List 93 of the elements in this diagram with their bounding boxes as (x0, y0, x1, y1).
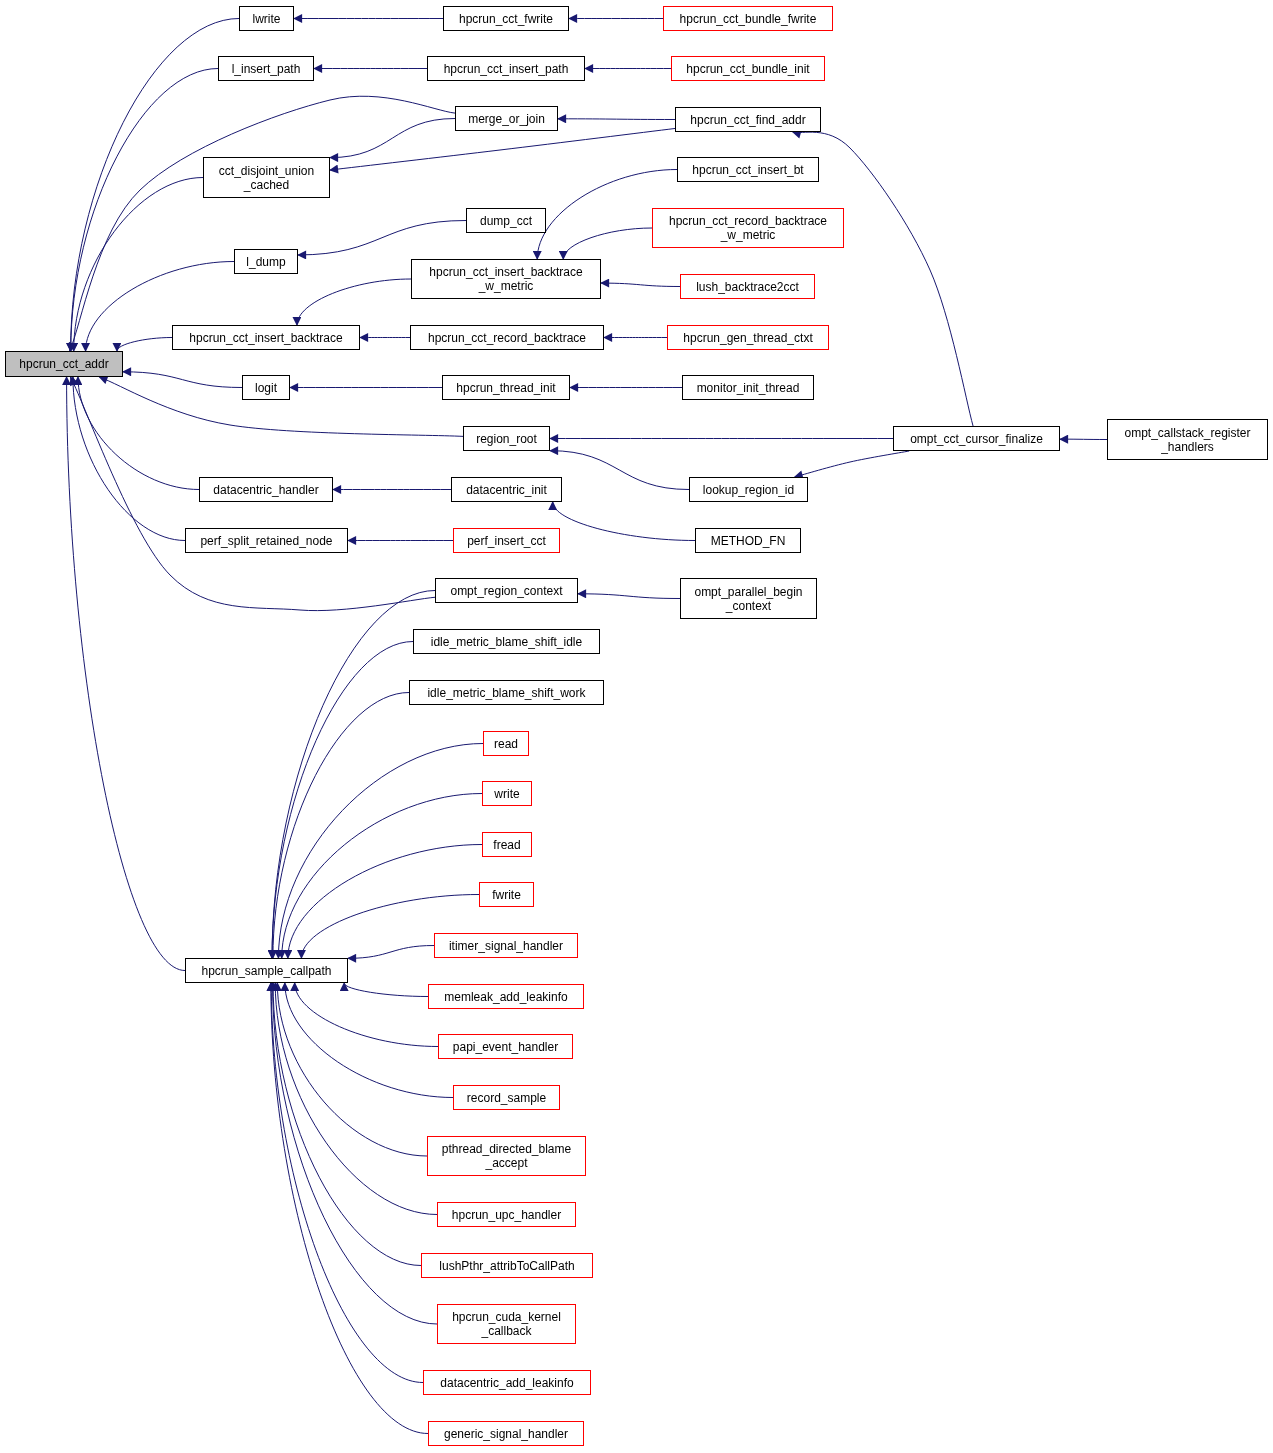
function-box: lush_backtrace2cct (680, 274, 815, 299)
function-box: hpcrun_cct_bundle_init (671, 56, 825, 81)
function-box: hpcrun_cct_fwrite (443, 6, 569, 31)
function-box: papi_event_handler (438, 1034, 573, 1059)
arrow (297, 220, 467, 260)
function-box: lwrite (239, 6, 294, 31)
function-box: itimer_signal_handler (434, 933, 578, 958)
function-box: ompt_callstack_register _handlers (1107, 419, 1268, 460)
function-box: METHOD_FN (695, 528, 801, 553)
arrow (600, 278, 681, 288)
function-box: fread (482, 832, 532, 857)
function-box: hpcrun_cct_addr (5, 351, 123, 377)
arrow (298, 894, 480, 959)
arrow (284, 844, 483, 959)
function-box: hpcrun_cct_record_backtrace (410, 325, 604, 350)
arrow (68, 95, 456, 352)
function-box: hpcrun_thread_init (442, 375, 570, 400)
arrow (549, 446, 690, 490)
arrow (274, 743, 484, 959)
arrow (359, 333, 411, 342)
arrow (115, 337, 173, 352)
function-box: l_dump (234, 249, 298, 274)
function-box: record_sample (453, 1085, 560, 1110)
arrow (343, 982, 429, 997)
arrow (69, 177, 204, 352)
arrow (313, 64, 428, 73)
function-box: pthread_directed_blame _accept (427, 1136, 586, 1176)
function-box: hpcrun_cct_insert_bt (677, 157, 819, 182)
function-box: hpcrun_cct_find_addr (675, 107, 821, 132)
arrow (294, 278, 412, 326)
arrow (289, 383, 443, 392)
arrow (603, 333, 668, 342)
arrow (329, 118, 456, 162)
function-box: idle_metric_blame_shift_work (409, 680, 604, 705)
arrow (329, 127, 676, 174)
function-box: hpcrun_cct_bundle_fwrite (663, 6, 833, 31)
arrow (267, 641, 414, 959)
arrow (347, 536, 454, 545)
function-box: datacentric_handler (199, 477, 333, 502)
function-box: hpcrun_cuda_kernel _callback (437, 1304, 576, 1344)
function-box: idle_metric_blame_shift_idle (413, 629, 600, 654)
function-box: hpcrun_upc_handler (437, 1202, 576, 1227)
function-box: memleak_add_leakinfo (428, 984, 584, 1009)
function-box: ompt_region_context (435, 578, 578, 603)
function-box: perf_insert_cct (453, 528, 560, 553)
arrow (98, 375, 464, 437)
function-box: perf_split_retained_node (185, 528, 348, 553)
arrow (557, 114, 676, 124)
arrow (533, 169, 678, 260)
arrow (122, 367, 243, 388)
arrow (550, 501, 696, 541)
function-box: hpcrun_sample_callpath (185, 958, 348, 983)
function-box: l_insert_path (218, 56, 314, 81)
arrow (568, 14, 664, 23)
function-box: hpcrun_cct_insert_backtrace (172, 325, 360, 350)
function-box: logit (242, 375, 290, 400)
function-box: region_root (463, 426, 550, 451)
function-box: hpcrun_gen_thread_ctxt (667, 325, 829, 350)
arrow (569, 383, 683, 392)
function-box: hpcrun_cct_record_backtrace _w_metric (652, 208, 844, 248)
arrow (82, 261, 235, 352)
function-box: lushPthr_attribToCallPath (421, 1253, 593, 1278)
arrow (1059, 434, 1108, 444)
arrow (560, 227, 653, 260)
arrow (278, 793, 483, 959)
arrow (549, 434, 894, 443)
arrow (62, 376, 186, 971)
function-box: lookup_region_id (689, 477, 808, 502)
arrow (347, 945, 435, 963)
function-box: merge_or_join (455, 106, 558, 131)
function-box: datacentric_init (451, 477, 562, 502)
function-box: fwrite (479, 882, 534, 907)
function-box: ompt_parallel_begin _context (680, 578, 817, 619)
function-box: ompt_cct_cursor_finalize (893, 426, 1060, 451)
function-box: datacentric_add_leakinfo (423, 1370, 591, 1395)
arrow (273, 982, 428, 1157)
arrow (271, 982, 438, 1215)
arrow (281, 982, 454, 1098)
arrow (291, 982, 439, 1047)
function-box: dump_cct (466, 208, 546, 233)
function-box: read (483, 731, 529, 756)
arrow (69, 376, 436, 612)
function-box: hpcrun_cct_insert_path (427, 56, 585, 81)
arrow (332, 485, 452, 494)
arrow (577, 589, 681, 599)
function-box: monitor_init_thread (682, 375, 814, 400)
function-box: hpcrun_cct_insert_backtrace _w_metric (411, 259, 601, 299)
arrow (293, 14, 444, 23)
function-box: cct_disjoint_union _cached (203, 157, 330, 198)
arrow (74, 376, 200, 490)
function-box: generic_signal_handler (428, 1421, 584, 1446)
function-box: write (482, 781, 532, 806)
arrow (584, 64, 672, 73)
